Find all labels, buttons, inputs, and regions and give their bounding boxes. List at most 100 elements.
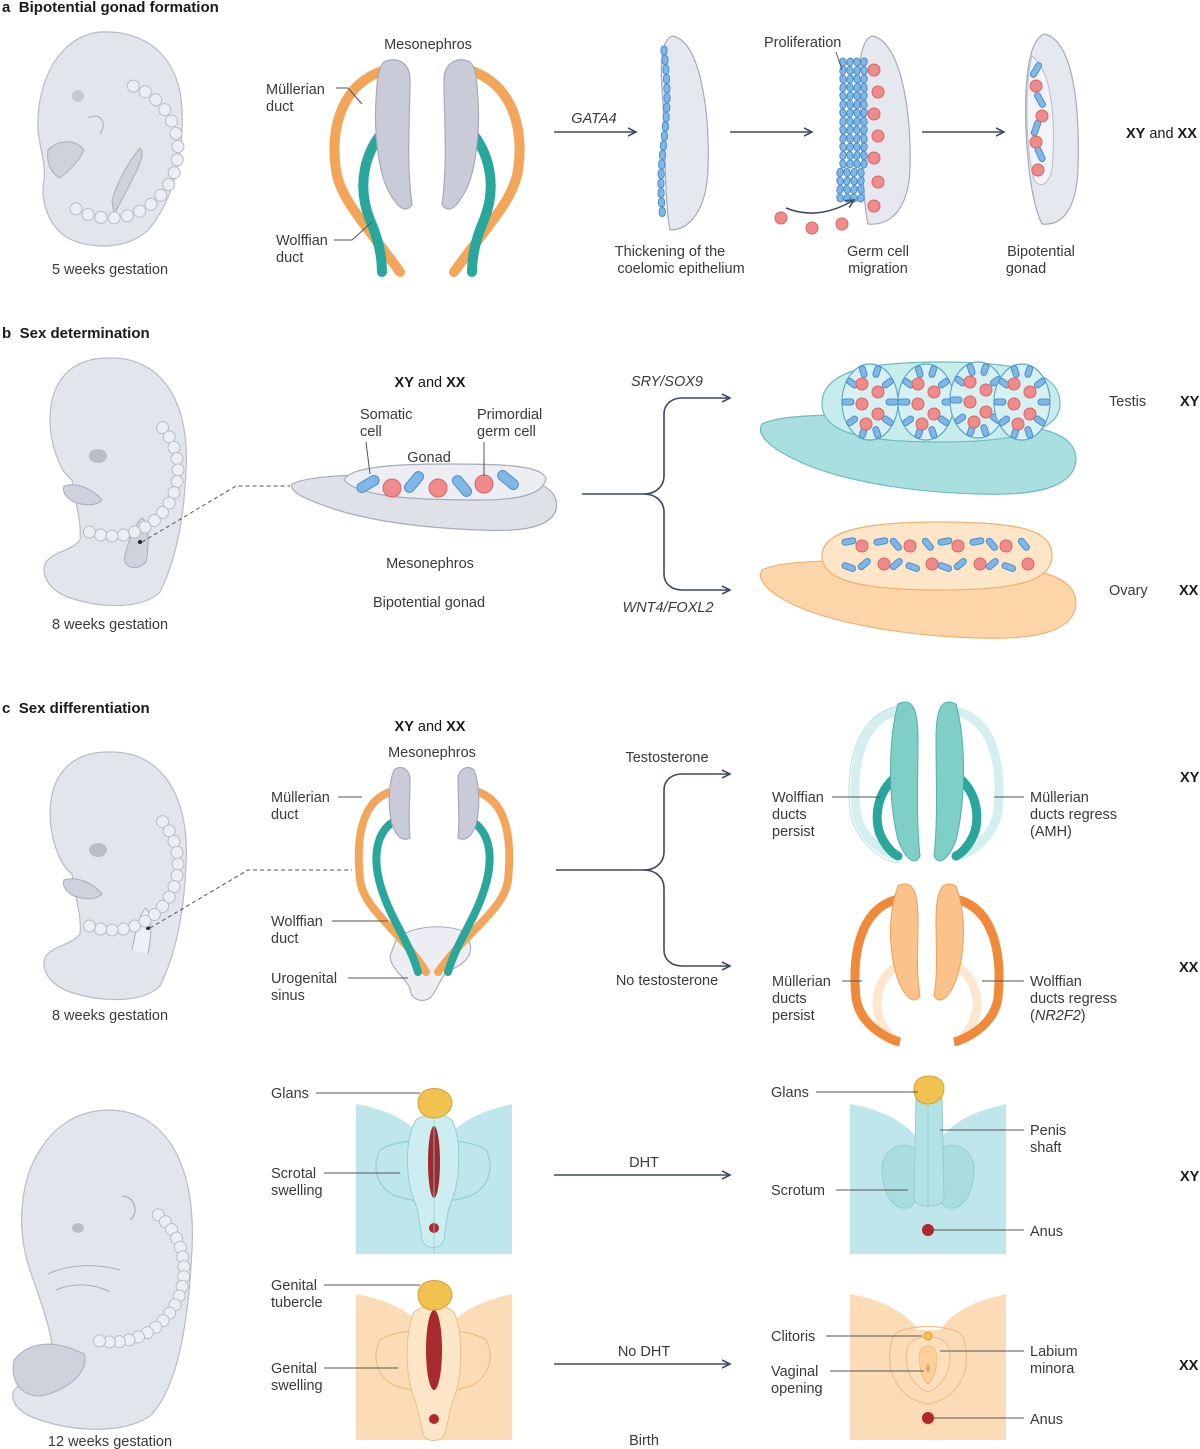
xy-left-label-2: ducts xyxy=(772,807,807,823)
female-genitalia xyxy=(850,1294,1006,1440)
xy-left-label-1: Wolffian xyxy=(772,790,824,806)
xx-right-label-3: (NR2F2) xyxy=(1030,1008,1086,1024)
arrow-gata4-label: GATA4 xyxy=(571,111,616,127)
seminiferous-cords xyxy=(841,361,1051,441)
ovary-label: Ovary xyxy=(1109,583,1148,599)
wolffian-label-a-1: Wolffian xyxy=(276,233,328,249)
panel-b: b Sex determination 8 weeks gestation XY… xyxy=(2,325,1200,639)
ovary-cells xyxy=(841,537,1035,572)
mullerian-label-a-1: Müllerian xyxy=(266,82,325,98)
labium-label-2: minora xyxy=(1030,1361,1075,1377)
testis-label: Testis xyxy=(1109,394,1146,410)
no-testosterone-label: No testosterone xyxy=(616,973,718,989)
vaginal-label-2: opening xyxy=(771,1381,823,1397)
xx-left-label-3: persist xyxy=(772,1008,815,1024)
mullerian-label-a-2: duct xyxy=(266,99,293,115)
mullerian-label-c-2: duct xyxy=(271,807,298,823)
embryo-5-weeks-caption: 5 weeks gestation xyxy=(52,262,168,278)
sinus-label-2: sinus xyxy=(271,988,305,1004)
gonad-label: Gonad xyxy=(407,450,451,466)
xy-left-label-3: persist xyxy=(772,824,815,840)
somatic-label-1: Somatic xyxy=(360,407,412,423)
testis-karyotype: XY xyxy=(1180,394,1200,410)
panel-c-header: c Sex differentiation xyxy=(2,700,150,717)
embryo-5-weeks xyxy=(37,31,185,247)
testosterone-label: Testosterone xyxy=(625,750,708,766)
duct-system-a xyxy=(329,59,525,277)
bipotential-caption: Bipotential gonad xyxy=(373,595,485,611)
zoom-leader-c xyxy=(149,869,352,929)
xx-left-label-2: ducts xyxy=(772,991,807,1007)
branch-upper-b xyxy=(582,398,730,495)
gonad-cells-b xyxy=(356,470,519,498)
male-anus-label: Anus xyxy=(1030,1224,1063,1240)
testis-illustration xyxy=(759,361,1077,495)
panel-a: a Bipotential gonad formation 5 weeks ge… xyxy=(2,0,1197,278)
glans-label: Glans xyxy=(271,1086,309,1102)
somite-beads xyxy=(69,79,185,225)
panel-a-title: Bipotential gonad formation xyxy=(19,0,219,16)
clitoris-label: Clitoris xyxy=(771,1329,815,1345)
xy-karyotype-c: XY xyxy=(1180,770,1200,786)
wolffian-label-a-2: duct xyxy=(276,250,303,266)
indifferent-genitalia-orange xyxy=(356,1280,512,1441)
panel-external-genitalia: 12 weeks gestation Glans Scrotal swellin… xyxy=(12,1075,1200,1449)
somatic-leader xyxy=(365,441,371,475)
xx-ducts xyxy=(850,883,1004,1047)
xx-right-label-1: Wolffian xyxy=(1030,974,1082,990)
branch-lower-b xyxy=(643,493,730,590)
bipotential-gonad-b xyxy=(291,463,558,532)
xy-right-label-3: (AMH) xyxy=(1030,824,1072,840)
ovary-illustration xyxy=(759,521,1077,639)
embryo-8-weeks-c xyxy=(43,751,187,1001)
mesonephros-label-a: Mesonephros xyxy=(384,37,472,53)
germ-label-1: Primordial xyxy=(477,407,542,423)
embryo-8-weeks-caption-c: 8 weeks gestation xyxy=(52,1008,168,1024)
panel-c-title: Sex differentiation xyxy=(19,700,150,717)
zoom-leader-b xyxy=(141,485,290,543)
panel-b-header: b Sex determination xyxy=(2,325,150,342)
panel-a-header: a Bipotential gonad formation xyxy=(2,0,219,16)
embryo-8-weeks-caption-b: 8 weeks gestation xyxy=(52,617,168,633)
step1-caption-1: Thickening of the xyxy=(615,244,725,260)
germ-cell-migration-illustration xyxy=(774,35,911,235)
branch-upper-c xyxy=(556,774,730,871)
mesonephros-label-b: Mesonephros xyxy=(386,556,474,572)
coelomic-cells xyxy=(657,45,671,217)
embryo-12-weeks-caption: 12 weeks gestation xyxy=(48,1434,172,1449)
mesonephros-label-c: Mesonephros xyxy=(388,745,476,761)
wolffian-leader-a xyxy=(334,221,373,241)
xx-left-label-1: Müllerian xyxy=(772,974,831,990)
germ-label-2: germ cell xyxy=(477,424,536,440)
panel-a-letter: a xyxy=(2,0,11,16)
sinus-label-1: Urogenital xyxy=(271,971,337,987)
somatic-label-2: cell xyxy=(360,424,382,440)
sry-sox9-label: SRY/SOX9 xyxy=(631,374,703,390)
male-genitalia xyxy=(850,1075,1006,1254)
mullerian-label-c-1: Müllerian xyxy=(271,790,330,806)
xx-karyotype-d: XX xyxy=(1179,1358,1199,1374)
scrotal-label-2: swelling xyxy=(271,1183,323,1199)
labium-label-1: Labium xyxy=(1030,1344,1078,1360)
xy-ducts xyxy=(848,701,1004,863)
proliferation-label: Proliferation xyxy=(764,35,841,51)
somite-beads-c xyxy=(82,815,185,937)
xx-right-label-2: ducts regress xyxy=(1030,991,1117,1007)
somite-beads-d xyxy=(92,1208,191,1349)
genital-swelling-label-2: swelling xyxy=(271,1378,323,1394)
xx-karyotype-c: XX xyxy=(1179,960,1199,976)
xy-karyotype-d: XY xyxy=(1180,1169,1200,1185)
branch-lower-c xyxy=(643,869,730,966)
embryo-12-weeks xyxy=(12,1109,193,1430)
vaginal-label-1: Vaginal xyxy=(771,1364,818,1380)
wolffian-label-c-2: duct xyxy=(271,931,298,947)
xy-right-label-1: Müllerian xyxy=(1030,790,1089,806)
male-glans-label: Glans xyxy=(771,1085,809,1101)
genital-swelling-label-1: Genital xyxy=(271,1361,317,1377)
step1-caption-2: coelomic epithelium xyxy=(617,261,744,277)
no-dht-label: No DHT xyxy=(618,1344,671,1360)
